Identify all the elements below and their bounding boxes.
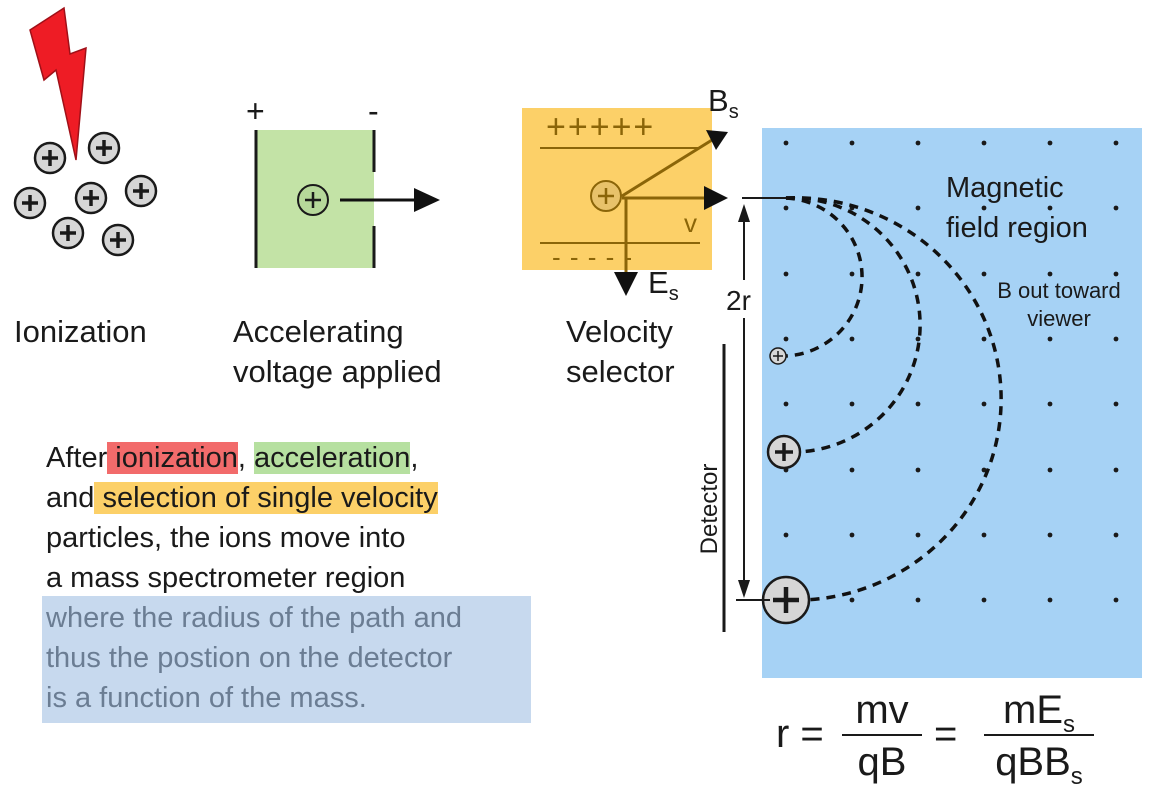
field-dot bbox=[915, 401, 921, 407]
paragraph-line-7: is a function of the mass. bbox=[46, 682, 367, 714]
field-dot bbox=[783, 205, 789, 211]
selector-positive-plate: +++++ bbox=[546, 108, 656, 146]
paragraph-line-6: thus the postion on the detector bbox=[46, 642, 453, 674]
field-dot bbox=[915, 271, 921, 277]
two-r-label: 2r bbox=[726, 285, 751, 316]
fraction-1-bar bbox=[842, 734, 922, 736]
v-label: v bbox=[684, 208, 697, 238]
ionization-highlight: ionization bbox=[107, 442, 238, 474]
field-dot bbox=[1047, 401, 1053, 407]
ion-trajectories bbox=[777, 196, 1003, 602]
fraction-2-numerator: mEs bbox=[1003, 688, 1075, 738]
field-dot bbox=[783, 401, 789, 407]
field-title-1: Magnetic bbox=[946, 172, 1064, 204]
field-title-2: field region bbox=[946, 212, 1088, 244]
accelerating-label-2: voltage applied bbox=[233, 354, 442, 389]
ionization-label: Ionization bbox=[14, 314, 147, 349]
paragraph-line-2: and selection of single velocity bbox=[46, 482, 438, 514]
field-dot bbox=[1113, 467, 1119, 473]
field-dot bbox=[849, 336, 855, 342]
field-dot bbox=[915, 205, 921, 211]
equation-equals: = bbox=[934, 712, 958, 756]
ion-plus-signs bbox=[22, 140, 149, 248]
field-dot bbox=[1113, 597, 1119, 603]
b-vector-arrowhead bbox=[706, 130, 728, 150]
field-dot bbox=[783, 532, 789, 538]
minus-terminal: - bbox=[368, 93, 379, 129]
field-dot bbox=[915, 467, 921, 473]
field-dot bbox=[1113, 140, 1119, 146]
field-dot bbox=[1113, 205, 1119, 211]
field-dot bbox=[849, 532, 855, 538]
field-dot bbox=[1047, 336, 1053, 342]
lightning-icon bbox=[29, 6, 87, 161]
detector-label: Detector bbox=[696, 463, 723, 555]
field-dot bbox=[915, 336, 921, 342]
field-dot bbox=[1047, 597, 1053, 603]
field-dot bbox=[915, 532, 921, 538]
mass-explanation-highlight bbox=[42, 596, 531, 723]
field-dot bbox=[1047, 205, 1053, 211]
field-dot bbox=[1047, 271, 1053, 277]
field-dot bbox=[1113, 271, 1119, 277]
field-dot bbox=[981, 336, 987, 342]
field-dot bbox=[981, 532, 987, 538]
field-dot bbox=[981, 271, 987, 277]
fraction-2-bar bbox=[984, 734, 1094, 736]
plus-terminal: + bbox=[246, 93, 265, 129]
field-dot bbox=[981, 401, 987, 407]
acceleration-highlight: acceleration bbox=[253, 442, 411, 474]
accelerate-arrowhead bbox=[414, 188, 440, 212]
fraction-1-numerator: mv bbox=[855, 688, 909, 732]
field-dot bbox=[1047, 532, 1053, 538]
field-dot bbox=[849, 401, 855, 407]
field-dot bbox=[849, 140, 855, 146]
field-dot bbox=[849, 271, 855, 277]
field-dot bbox=[1047, 467, 1053, 473]
accelerating-label-1: Accelerating bbox=[233, 314, 404, 349]
field-dot bbox=[1113, 401, 1119, 407]
field-dot bbox=[849, 597, 855, 603]
field-dot bbox=[981, 597, 987, 603]
field-dot bbox=[915, 140, 921, 146]
field-dot bbox=[1113, 336, 1119, 342]
field-note-2: viewer bbox=[1027, 306, 1091, 331]
field-dot bbox=[849, 467, 855, 473]
selector-label-1: Velocity bbox=[566, 314, 673, 349]
paragraph-line-3: particles, the ions move into bbox=[46, 522, 406, 554]
field-dot bbox=[915, 597, 921, 603]
field-dot bbox=[981, 140, 987, 146]
e-vector-arrowhead bbox=[614, 272, 638, 296]
velocity-highlight: selection of single velocity bbox=[94, 482, 438, 514]
b-s-label: Bs bbox=[708, 83, 739, 124]
field-dot bbox=[1113, 532, 1119, 538]
field-dot bbox=[783, 336, 789, 342]
paragraph-line-5: where the radius of the path and bbox=[46, 602, 462, 634]
v-vector-arrowhead bbox=[704, 186, 728, 210]
fraction-1-denominator: qB bbox=[857, 740, 907, 784]
fraction-2-denominator: qBBs bbox=[995, 740, 1083, 790]
ion-cluster bbox=[13, 131, 158, 257]
e-s-label: Es bbox=[648, 265, 679, 306]
paragraph-line-4: a mass spectrometer region bbox=[46, 562, 406, 594]
selector-negative-plate: - - - - - bbox=[552, 242, 634, 272]
field-dot bbox=[981, 205, 987, 211]
field-dot bbox=[1047, 140, 1053, 146]
selector-label-2: selector bbox=[566, 354, 675, 389]
field-dot bbox=[783, 140, 789, 146]
paragraph-line-1: After ionization, acceleration, bbox=[46, 442, 419, 474]
field-note-1: B out toward bbox=[997, 278, 1121, 303]
magnetic-field-region bbox=[762, 128, 1142, 678]
field-dot bbox=[981, 467, 987, 473]
equation-lhs: r = bbox=[776, 712, 824, 756]
field-dot bbox=[783, 271, 789, 277]
